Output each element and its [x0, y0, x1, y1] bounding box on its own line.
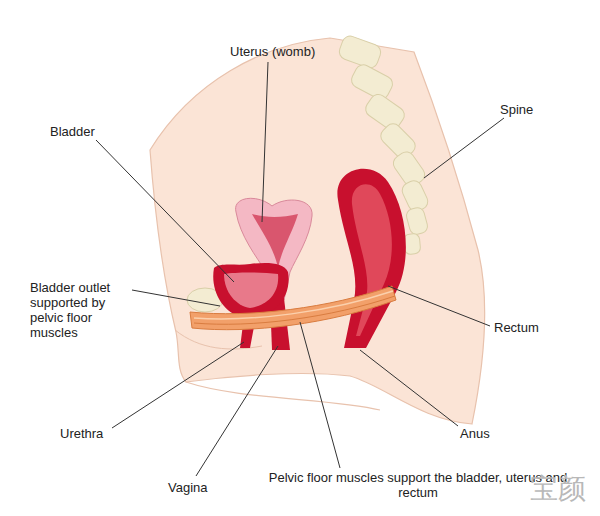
part-label: Rectum	[494, 320, 564, 335]
part-label: Bladder	[50, 124, 120, 139]
bladder-inner	[224, 273, 278, 309]
part-label: Urethra	[60, 426, 130, 441]
note-label: Bladder outlet supported by pelvic floor…	[30, 280, 132, 340]
part-label: Spine	[500, 102, 560, 117]
thigh-line	[186, 382, 380, 410]
note-label: Pelvic floor muscles support the bladder…	[268, 470, 568, 500]
body-outline	[150, 38, 485, 424]
part-label: Vagina	[168, 480, 238, 495]
bladder	[213, 263, 288, 318]
pelvic-floor-muscles	[190, 286, 396, 330]
uterus-cavity	[252, 214, 298, 268]
watermark: 宝颜	[530, 474, 596, 504]
leader-lines	[96, 62, 504, 476]
rectum	[337, 169, 405, 348]
rectum-lumen	[352, 184, 392, 336]
part-label: Uterus (womb)	[230, 44, 340, 59]
part-label: Anus	[460, 426, 520, 441]
